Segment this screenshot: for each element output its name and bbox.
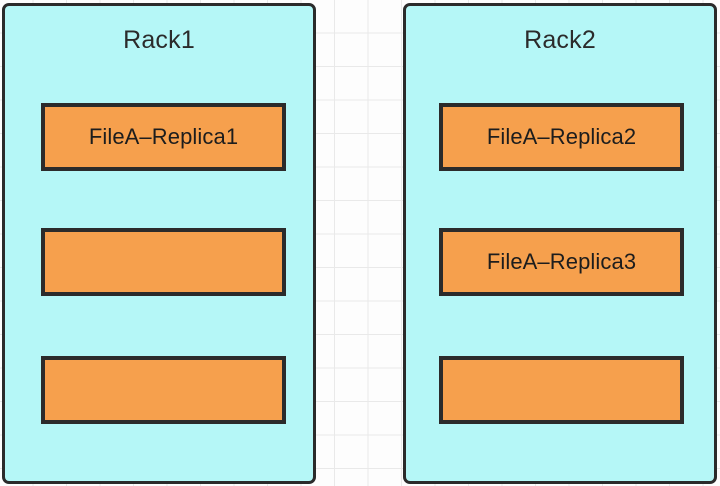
rack-1-node-2[interactable] xyxy=(41,228,286,296)
rack-1-node-1[interactable]: FileA–Replica1 xyxy=(41,103,286,171)
rack-2-node-1[interactable]: FileA–Replica2 xyxy=(439,103,684,171)
rack-2-node-3[interactable] xyxy=(439,356,684,424)
rack-2-node-2[interactable]: FileA–Replica3 xyxy=(439,228,684,296)
rack-1-title: Rack1 xyxy=(123,26,195,54)
rack-1-node-1-label: FileA–Replica1 xyxy=(88,124,239,149)
rack-panel-2[interactable]: Rack2 FileA–Replica2 FileA–Replica3 xyxy=(403,3,717,484)
rack-2-title: Rack2 xyxy=(524,26,596,54)
rack-2-node-2-label: FileA–Replica3 xyxy=(486,249,637,274)
rack-1-node-3[interactable] xyxy=(41,356,286,424)
rack-2-node-1-label: FileA–Replica2 xyxy=(486,124,637,149)
rack-panel-1[interactable]: Rack1 FileA–Replica1 xyxy=(2,3,316,484)
